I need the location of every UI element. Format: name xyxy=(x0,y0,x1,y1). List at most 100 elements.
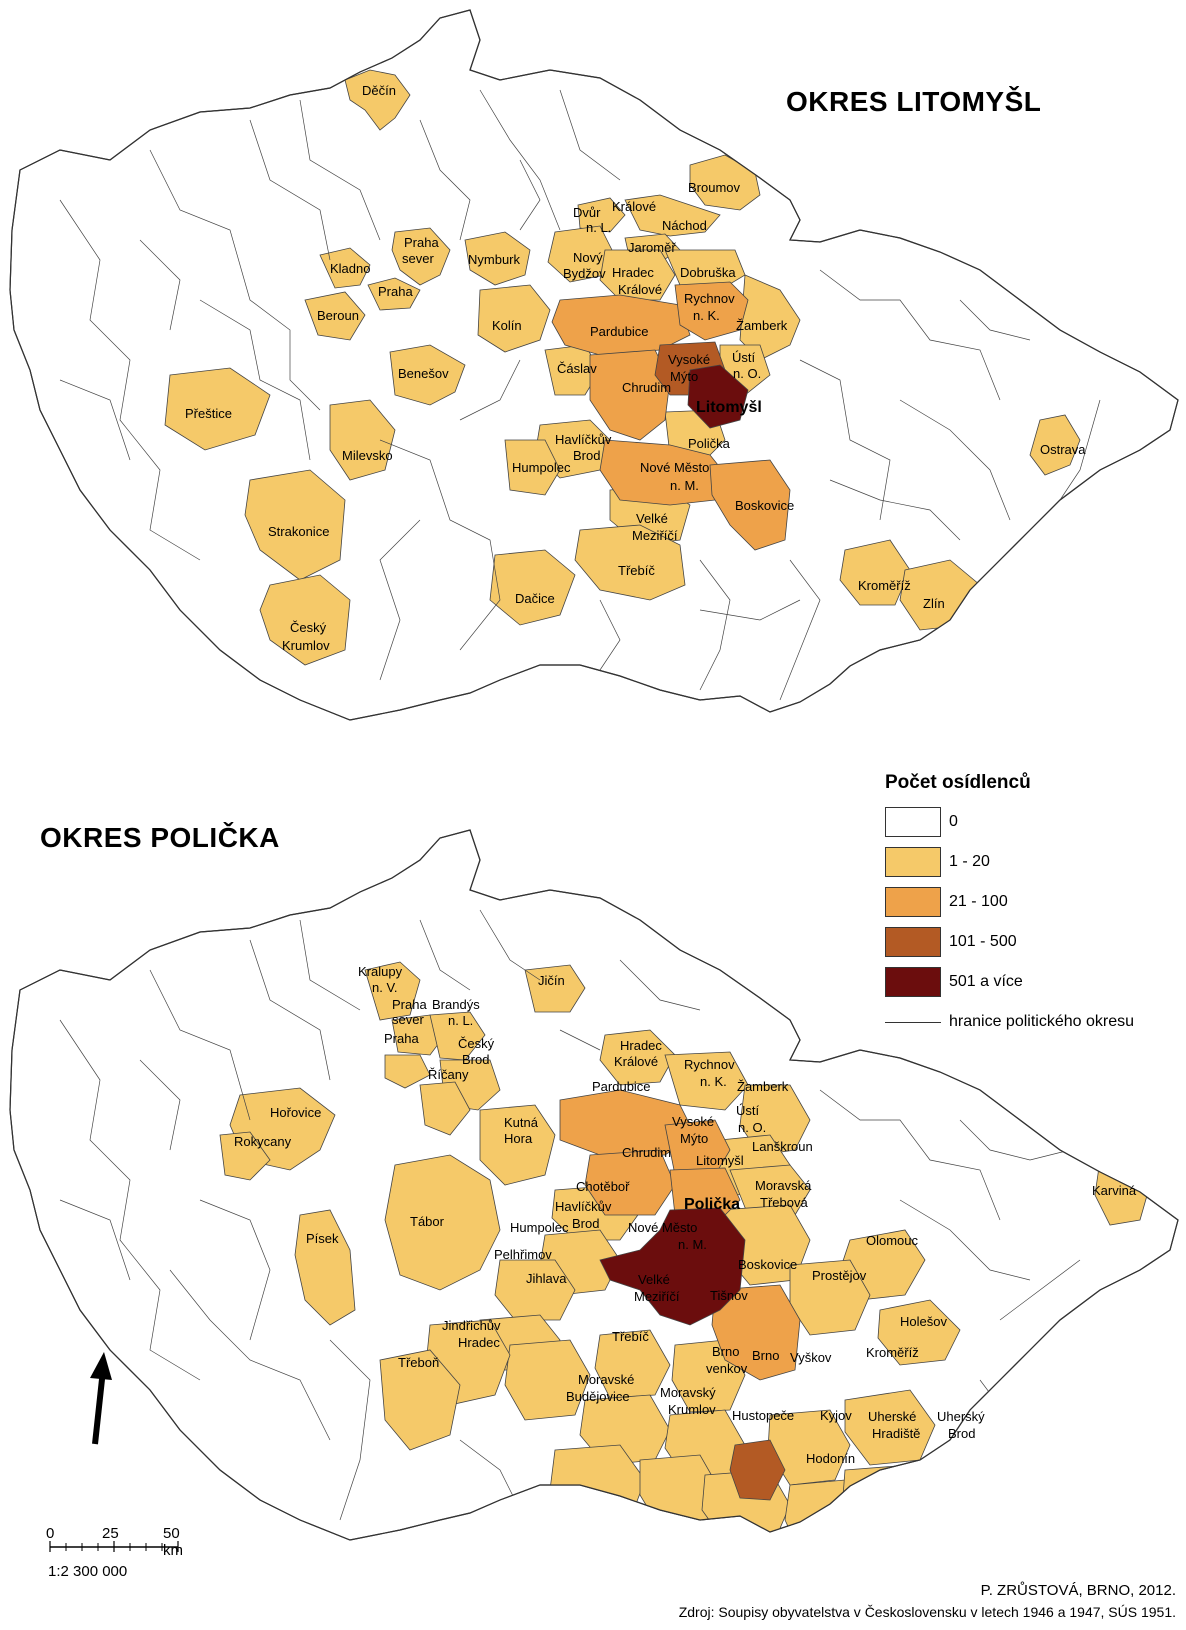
label-ck-2: Krumlov xyxy=(282,638,330,653)
bdistrict-rychnov xyxy=(664,1051,749,1111)
district-humpolec xyxy=(504,439,561,496)
bdistrict-hodonin xyxy=(781,1531,861,1540)
scale-tick-0: 0 xyxy=(46,1525,55,1542)
label-prestice: Přeštice xyxy=(185,406,232,421)
district-hradec-kralove xyxy=(599,249,676,301)
scale-tick-25: 25 xyxy=(102,1525,119,1542)
blabel-brno: Brno xyxy=(752,1348,779,1363)
credit-source: Zdroj: Soupisy obyvatelstva v Českoslove… xyxy=(678,1604,1176,1620)
label-vm-2: Mýto xyxy=(670,369,698,384)
label-trebic: Třebíč xyxy=(618,563,655,578)
district-beroun xyxy=(304,291,366,341)
label-kralove-top: Králové xyxy=(612,199,656,214)
blabel-litomysl: Litomyšl xyxy=(696,1153,744,1168)
scale-ratio: 1:2 300 000 xyxy=(48,1563,128,1580)
blabel-zamberk: Žamberk xyxy=(737,1079,789,1094)
scale-bar-graphic xyxy=(49,1541,179,1552)
blabel-ub-1: Uherský xyxy=(937,1409,985,1424)
legend-swatch-0 xyxy=(885,807,941,837)
scale-tick-50: 50 km xyxy=(163,1525,183,1559)
blabel-ub-2: Brod xyxy=(948,1426,975,1441)
label-praha-sever-2: sever xyxy=(402,251,434,266)
blabel-kral-2: n. V. xyxy=(372,980,398,995)
blabel-karvina: Karviná xyxy=(1092,1183,1137,1198)
label-hk-2: Králové xyxy=(618,282,662,297)
title-litomysl: OKRES LITOMYŠL xyxy=(786,86,1042,117)
blabel-trebic: Třebíč xyxy=(612,1329,649,1344)
district-strakonice xyxy=(244,469,346,581)
bdistrict-pisek xyxy=(294,1209,356,1326)
legend-row-4: 501 a více xyxy=(885,962,1185,1002)
bdistrict-uhersky-brod xyxy=(911,1464,1006,1540)
blabel-policka: Polička xyxy=(684,1196,740,1213)
bdistrict-kralupy xyxy=(364,961,421,1021)
blabel-kh-2: Hora xyxy=(504,1131,533,1146)
district-decin xyxy=(344,69,411,131)
blabel-prostejov: Prostějov xyxy=(812,1268,867,1283)
label-beroun: Beroun xyxy=(317,308,359,323)
label-milevsko: Milevsko xyxy=(342,448,393,463)
label-decin: Děčín xyxy=(362,83,396,98)
label-boskovice: Boskovice xyxy=(735,498,794,513)
label-dvur-1: Dvůr xyxy=(573,205,601,220)
legend-row-3: 101 - 500 xyxy=(885,922,1185,962)
legend-swatch-1 xyxy=(885,847,941,877)
label-jaromer: Jaroměř xyxy=(628,240,676,255)
bdistrict-litomysl xyxy=(669,1167,741,1221)
bdistrict-hradec-kralove xyxy=(599,1029,676,1086)
label-pardubice: Pardubice xyxy=(590,324,649,339)
label-humpolec: Humpolec xyxy=(512,460,571,475)
blabel-trebon: Třeboň xyxy=(398,1355,439,1370)
label-hb-2: Brod xyxy=(573,448,600,463)
legend-row-border: hranice politického okresu xyxy=(885,1002,1185,1042)
blabel-vm-1: Vysoké xyxy=(672,1114,714,1129)
blabel-chotebor: Chotěboř xyxy=(576,1179,630,1194)
district-praha xyxy=(367,277,421,311)
blabel-usti-2: n. O. xyxy=(738,1120,766,1135)
label-dacice: Dačice xyxy=(515,591,555,606)
blabel-kromeriz: Kroměříž xyxy=(866,1345,919,1360)
label-novy-2: Bydžov xyxy=(563,266,606,281)
blabel-hb-1: Havlíčkův xyxy=(555,1199,612,1214)
label-vel-1: Velké xyxy=(636,511,668,526)
blabel-mt-1: Moravská xyxy=(755,1178,812,1193)
blabel-kyjov: Kyjov xyxy=(820,1408,852,1423)
blabel-rych-1: Rychnov xyxy=(684,1057,735,1072)
label-nachod: Náchod xyxy=(662,218,707,233)
scale-ticks: 0 25 50 km xyxy=(46,1525,198,1559)
label-benesov: Benešov xyxy=(398,366,449,381)
district-rychnov xyxy=(674,281,749,341)
top-district-fills xyxy=(59,69,1101,701)
blabel-nm-1: Nové Město xyxy=(628,1220,697,1235)
label-nm-1: Nové Město xyxy=(640,460,709,475)
district-trebic xyxy=(574,524,686,601)
label-vm-1: Vysoké xyxy=(668,352,710,367)
blabel-jh-2: Hradec xyxy=(458,1335,500,1350)
blabel-praha: Praha xyxy=(384,1031,419,1046)
bdistrict-kutna-hora xyxy=(479,1104,556,1186)
district-milevsko xyxy=(329,399,396,481)
label-praha-sever-1: Praha xyxy=(404,235,439,250)
district-kladno xyxy=(319,247,371,289)
label-ck-1: Český xyxy=(290,620,327,635)
label-nymburk: Nymburk xyxy=(468,252,521,267)
district-kolin xyxy=(477,284,551,353)
label-usti-1: Ústí xyxy=(732,350,756,365)
label-zlin: Zlín xyxy=(923,596,945,611)
blabel-bran-1: Brandýs xyxy=(432,997,480,1012)
bdistrict-humpolec xyxy=(494,1259,576,1321)
blabel-uh-1: Uherské xyxy=(868,1409,916,1424)
bdistrict-policka-nm xyxy=(599,1207,746,1326)
district-boskovice xyxy=(709,459,791,551)
blabel-brnov-1: Brno xyxy=(712,1344,739,1359)
label-ostrava: Ostrava xyxy=(1040,442,1086,457)
label-caslav: Čáslav xyxy=(557,361,597,376)
label-litomysl: Litomyšl xyxy=(696,399,762,416)
blabel-hb-2: Brod xyxy=(572,1216,599,1231)
bdistrict-boskovice xyxy=(711,1284,801,1381)
legend-border-line xyxy=(885,1021,941,1023)
label-zamberk: Žamberk xyxy=(736,318,788,333)
legend-label-3: 101 - 500 xyxy=(949,933,1017,950)
bottom-labels: Kralupy n. V. Jičín Praha sever Brandýs … xyxy=(234,964,1137,1466)
